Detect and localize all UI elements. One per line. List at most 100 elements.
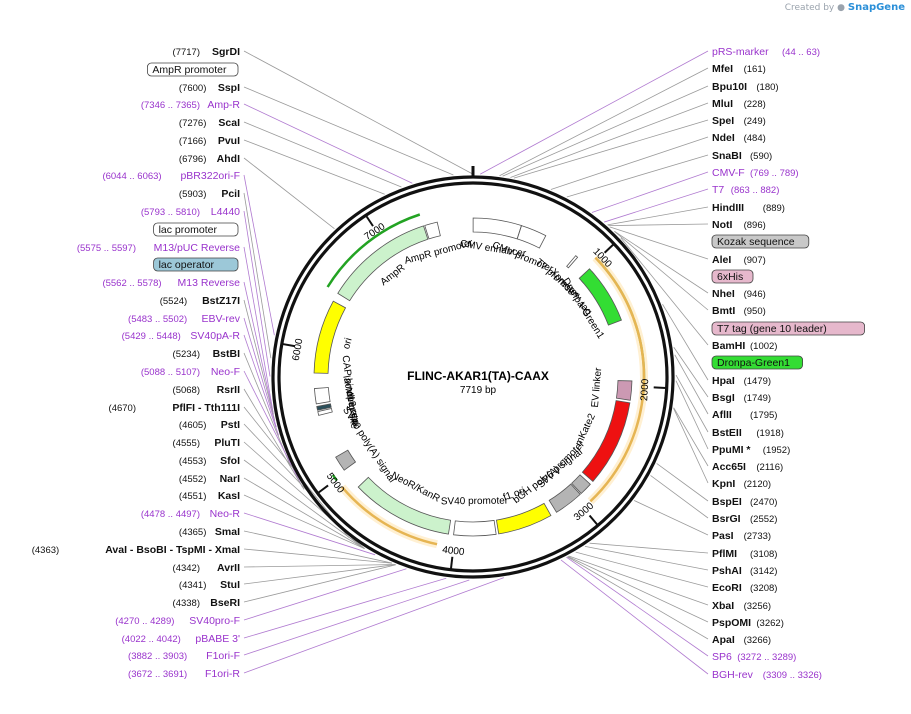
label-aflii[interactable]: AflII(1795)	[712, 409, 777, 421]
label-name-pvui: PvuI	[218, 135, 240, 147]
label-sfoi[interactable]: SfoI(4553)	[179, 455, 240, 467]
label-bpu10i[interactable]: Bpu10I(180)	[712, 81, 779, 93]
label-ebv-rev[interactable]: EBV-rev(5483 .. 5502)	[128, 313, 241, 325]
label-f1ori-r[interactable]: F1ori-R(3672 .. 3691)	[128, 668, 240, 680]
label-kozak-sequence[interactable]: Kozak sequence	[711, 234, 810, 249]
label-pos-sspi: (7600)	[179, 83, 206, 94]
feature-m13-rev[interactable]	[317, 408, 333, 416]
label-pasi[interactable]: PasI(2733)	[712, 530, 771, 542]
label-bamhi[interactable]: BamHI(1002)	[712, 340, 777, 352]
label-lac-promoter[interactable]: lac promoter	[153, 222, 239, 237]
label-smai[interactable]: SmaI(4365)	[179, 526, 240, 538]
tick-mark-1000	[603, 243, 615, 254]
label-mlui[interactable]: MluI(228)	[712, 98, 766, 110]
label-ndei[interactable]: NdeI(484)	[712, 132, 766, 144]
label-sv40pro-f[interactable]: SV40pro-F(4270 .. 4289)	[115, 615, 240, 627]
label-ppumi[interactable]: PpuMI *(1952)	[712, 444, 790, 456]
feature-sv40-poly-a-signal[interactable]	[335, 449, 357, 471]
label-ecori[interactable]: EcoRI(3208)	[712, 582, 777, 594]
label-lac-operator[interactable]: lac operator	[153, 257, 239, 272]
label-snabi[interactable]: SnaBI(590)	[712, 150, 772, 162]
label-pspomi[interactable]: PspOMI(3262)	[712, 617, 784, 629]
feature-mkate2[interactable]	[581, 400, 631, 482]
label-bgh-rev[interactable]: BGH-rev(3309 .. 3326)	[712, 669, 822, 681]
label-t7-tag-gene-10-leader[interactable]: T7 tag (gene 10 leader)	[711, 321, 866, 336]
label-sspi[interactable]: SspI(7600)	[179, 82, 240, 94]
label-prs-marker[interactable]: pRS-marker(44 .. 63)	[712, 46, 820, 58]
label-nhei[interactable]: NheI(946)	[712, 288, 766, 300]
label-hpai[interactable]: HpaI(1479)	[712, 375, 771, 387]
label-pvui[interactable]: PvuI(7166)	[179, 135, 240, 147]
feature-sp6-promoter[interactable]	[571, 474, 591, 495]
label-pcii[interactable]: PciI(5903)	[179, 188, 240, 200]
label-pbabe-3[interactable]: pBABE 3'(4022 .. 4042)	[122, 633, 240, 645]
label-bsteii[interactable]: BstEII(1918)	[712, 427, 784, 439]
label-name-dronpa-green1: Dronpa-Green1	[717, 357, 790, 369]
label-psti[interactable]: PstI(4605)	[179, 419, 240, 431]
label-apai[interactable]: ApaI(3266)	[712, 634, 771, 646]
feature-sv40-promoter[interactable]	[453, 520, 497, 537]
label-sv40pa-r[interactable]: SV40pA-R(5429 .. 5448)	[122, 330, 241, 342]
label-kasi[interactable]: KasI(4551)	[179, 490, 240, 502]
label-pflfi-tth111i[interactable]: PflFI - Tth111I(4670)	[109, 402, 241, 414]
label-m13-puc-reverse[interactable]: M13/pUC Reverse(5575 .. 5597)	[77, 242, 240, 254]
label-xbai[interactable]: XbaI(3256)	[712, 600, 771, 612]
label-f1ori-f[interactable]: F1ori-F(3882 .. 3903)	[128, 650, 240, 662]
label-m13-reverse[interactable]: M13 Reverse(5562 .. 5578)	[102, 277, 240, 289]
label-pshai[interactable]: PshAI(3142)	[712, 565, 777, 577]
label-pluti[interactable]: PluTI(4555)	[173, 437, 241, 449]
feature-bgh-poly-a-signal[interactable]	[548, 483, 581, 513]
feature-lac-operator[interactable]	[316, 403, 332, 411]
label-cmv-f[interactable]: CMV-F(769 .. 789)	[712, 167, 799, 179]
feature-cmv-promoter[interactable]	[516, 225, 547, 249]
feature-ampr-promoter[interactable]	[424, 221, 441, 240]
feature-ori[interactable]	[313, 300, 347, 374]
label-bstz17i[interactable]: BstZ17I(5524)	[160, 295, 240, 307]
label-t7[interactable]: T7(863 .. 882)	[712, 184, 779, 196]
label-sgrdi[interactable]: SgrDI(7717)	[173, 46, 241, 58]
label-ampr-promoter[interactable]: AmpR promoter	[146, 62, 239, 77]
label-bspei[interactable]: BspEI(2470)	[712, 496, 777, 508]
label-scai[interactable]: ScaI(7276)	[179, 117, 240, 129]
feature-neor-kanr[interactable]	[357, 476, 452, 535]
label-l4440[interactable]: L4440(5793 .. 5810)	[141, 206, 240, 218]
label-nari[interactable]: NarI(4552)	[179, 473, 240, 485]
label-pflmi[interactable]: PflMI(3108)	[712, 548, 777, 560]
label-kpni[interactable]: KpnI(2120)	[712, 478, 771, 490]
label-dronpa-green1[interactable]: Dronpa-Green1	[711, 355, 803, 370]
label-pos-pflmi: (3108)	[750, 549, 777, 560]
label-noti[interactable]: NotI(896)	[712, 219, 766, 231]
feature-t7-promoter[interactable]	[566, 255, 579, 269]
label-rsrii[interactable]: RsrII(5068)	[173, 384, 241, 396]
label-neo-f[interactable]: Neo-F(5088 .. 5107)	[141, 366, 240, 378]
label-acc65i[interactable]: Acc65I(2116)	[712, 461, 783, 473]
label-pbr322ori-f[interactable]: pBR322ori-F(6044 .. 6063)	[102, 170, 240, 182]
label-pos-snabi: (590)	[750, 151, 772, 162]
feature-dronpa-green1[interactable]	[578, 268, 622, 326]
label-spei[interactable]: SpeI(249)	[712, 115, 766, 127]
label-mfei[interactable]: MfeI(161)	[712, 63, 766, 75]
label-stui[interactable]: StuI(4341)	[179, 579, 240, 591]
feature-ev-linker[interactable]	[615, 380, 633, 401]
label-ahdi[interactable]: AhdI(6796)	[179, 153, 240, 165]
label-bseri[interactable]: BseRI(4338)	[173, 597, 241, 609]
label-bsrgi[interactable]: BsrGI(2552)	[712, 513, 777, 525]
label-sp6[interactable]: SP6(3272 .. 3289)	[712, 651, 796, 663]
label-6xhis[interactable]: 6xHis	[711, 269, 754, 284]
feature-cmv-enhancer[interactable]	[472, 217, 522, 240]
feature-cap-binding-site[interactable]	[313, 387, 331, 405]
label-name-neo-r: Neo-R	[210, 508, 241, 520]
feature-ampr[interactable]	[337, 225, 429, 302]
label-amp-r[interactable]: Amp-R(7346 .. 7365)	[141, 99, 241, 111]
label-hindiii[interactable]: HindIII(889)	[712, 202, 785, 214]
label-bstbi[interactable]: BstBI(5234)	[173, 348, 241, 360]
leader-mlui	[510, 102, 709, 178]
label-bsgi[interactable]: BsgI(1749)	[712, 392, 771, 404]
label-pos-avrii: (4342)	[173, 563, 200, 574]
label-avai-bsobi-tspmi-xmai[interactable]: AvaI - BsoBI - TspMI - XmaI(4363)	[32, 544, 240, 556]
feature-f1-ori[interactable]	[495, 502, 552, 535]
label-avrii[interactable]: AvrII(4342)	[173, 562, 241, 574]
label-bmti[interactable]: BmtI(950)	[712, 305, 766, 317]
label-neo-r[interactable]: Neo-R(4478 .. 4497)	[141, 508, 241, 520]
label-alei[interactable]: AleI(907)	[712, 254, 766, 266]
